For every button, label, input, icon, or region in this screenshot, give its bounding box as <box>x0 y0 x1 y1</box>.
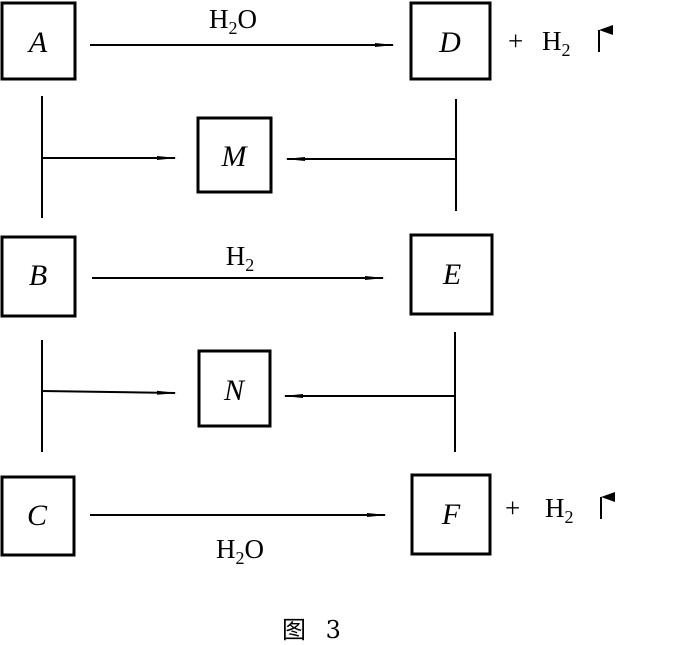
figure-caption: 图 3 <box>282 616 347 644</box>
box-c-label: C <box>27 499 48 532</box>
box-d-label: D <box>438 26 461 59</box>
byproduct-f-formula: H2 <box>545 493 574 527</box>
byproduct-d-plus: + <box>508 26 523 56</box>
byproduct-f: + H2 <box>505 492 615 527</box>
reagent-a-to-d: H2O <box>209 4 257 38</box>
byproduct-d-formula: H2 <box>542 26 571 60</box>
byproduct-d: + H2 <box>508 25 613 60</box>
box-f-label: F <box>441 498 461 531</box>
box-b-label: B <box>29 259 47 292</box>
box-e: E <box>409 233 494 316</box>
box-a-label: A <box>27 26 48 59</box>
box-d: D <box>409 1 492 81</box>
box-b: B <box>0 235 77 318</box>
box-e-label: E <box>442 258 461 291</box>
box-m-label: M <box>221 140 249 173</box>
byproduct-f-plus: + <box>505 493 520 523</box>
box-a: A <box>0 1 77 81</box>
box-f: F <box>410 473 492 556</box>
box-m: M <box>196 116 273 194</box>
box-n-label: N <box>223 374 246 407</box>
reagent-b-to-e: H2 <box>226 241 255 275</box>
reagent-c-to-f: H2O <box>216 534 264 568</box>
arrow-bc-to-n <box>41 390 177 395</box>
box-n: N <box>197 349 272 428</box>
box-c: C <box>0 475 76 557</box>
